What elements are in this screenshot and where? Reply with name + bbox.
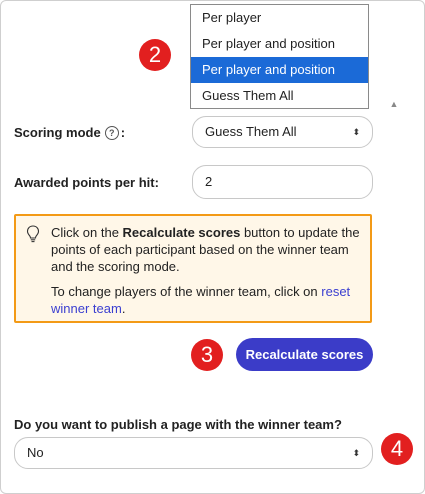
dropdown-option[interactable]: Per player and position — [202, 36, 335, 51]
points-input[interactable]: 2 — [192, 165, 373, 199]
scoring-mode-label: Scoring mode?: — [14, 125, 125, 140]
scoring-mode-dropdown-list[interactable]: Per player Per player and position Per p… — [190, 4, 369, 109]
info-paragraph-2: To change players of the winner team, cl… — [51, 283, 366, 317]
help-icon[interactable]: ? — [104, 126, 119, 140]
step-badge-2: 2 — [139, 39, 171, 71]
publish-label: Do you want to publish a page with the w… — [14, 417, 342, 432]
info-text-part: button to update the points of each part… — [51, 225, 360, 274]
points-label: Awarded points per hit: — [14, 175, 159, 190]
recalculate-scores-button[interactable]: Recalculate scores — [236, 338, 373, 371]
reset-winner-team-link[interactable]: reset winner team — [51, 284, 351, 316]
scoring-mode-label-text: Scoring mode — [14, 125, 101, 140]
scoring-mode-value: Guess Them All — [205, 124, 297, 139]
info-text: Click on the Recalculate scores button t… — [51, 224, 366, 317]
publish-value: No — [27, 445, 44, 460]
info-text-part: To change players of the winner team, cl… — [51, 284, 322, 299]
info-paragraph-1: Click on the Recalculate scores button t… — [51, 224, 366, 275]
step-badge-3: 3 — [191, 339, 223, 371]
info-text-bold: Recalculate scores — [122, 225, 241, 240]
info-text-part: Click on the — [51, 225, 123, 240]
publish-select[interactable]: No ⬍ — [14, 437, 373, 469]
lightbulb-icon — [26, 225, 40, 243]
info-box: Click on the Recalculate scores button t… — [14, 214, 372, 323]
dropdown-option-selected[interactable]: Per player and position — [191, 57, 368, 83]
select-caret-icon: ⬍ — [352, 448, 360, 458]
scoring-mode-select[interactable]: Guess Them All ⬍ — [192, 116, 373, 148]
scoring-mode-colon: : — [120, 125, 126, 140]
dropdown-option[interactable]: Guess Them All — [202, 88, 294, 103]
dropdown-option[interactable]: Per player — [202, 10, 262, 25]
step-badge-4: 4 — [381, 433, 413, 465]
select-caret-icon: ⬍ — [352, 127, 360, 137]
info-text-part: . — [121, 301, 126, 316]
scroll-up-arrow-icon[interactable]: ▲ — [389, 99, 399, 109]
